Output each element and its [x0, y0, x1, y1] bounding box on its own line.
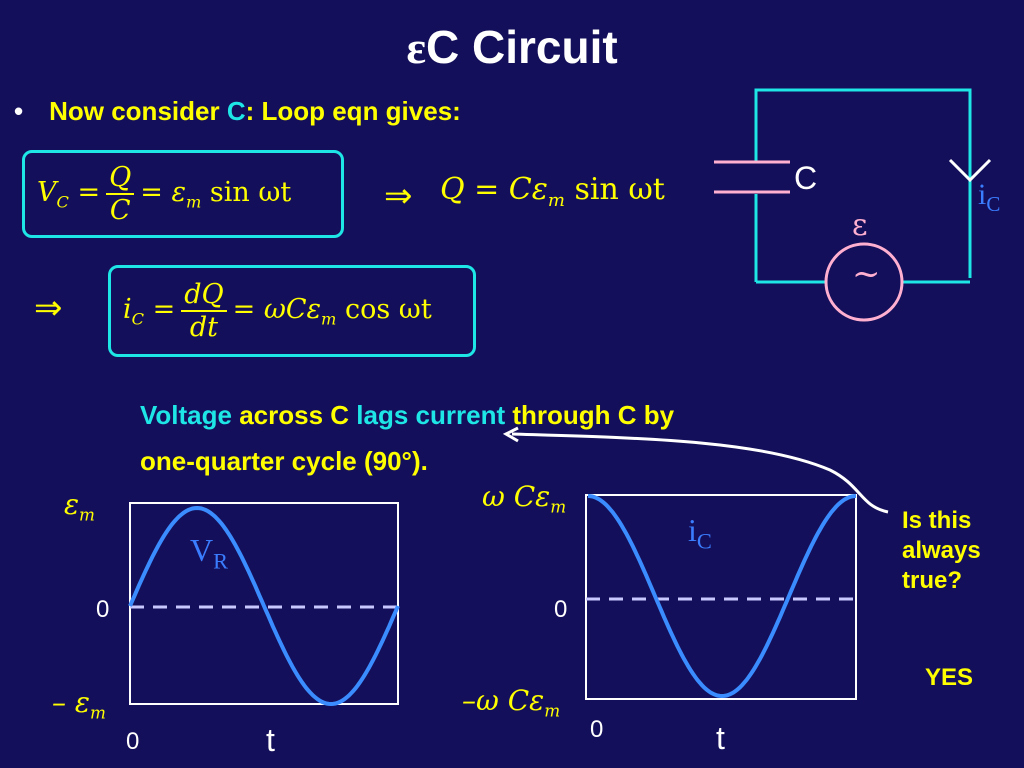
- bullet-dot: •: [14, 96, 24, 126]
- phase-statement: Voltage across C lags current through C …: [140, 400, 675, 476]
- eq3-rhs: = ωCεm cos ωt: [232, 293, 432, 329]
- bullet-part1: Now consider: [49, 96, 227, 126]
- ac-source-symbol: ~: [852, 254, 881, 294]
- equation-ic-box: iC = dQ dt = ωCεm cos ωt: [108, 265, 476, 357]
- ac-source-circle: [824, 242, 904, 322]
- implies-arrow-1: ⇒: [384, 177, 413, 215]
- eq1-denominator: C: [109, 195, 131, 226]
- slide-title: εC Circuit: [0, 20, 1024, 74]
- equation-vc-box: VC = Q C = εm sin ωt: [22, 150, 344, 238]
- left-zero-label: 0: [96, 596, 110, 623]
- left-x-zero-label: 0: [126, 728, 140, 755]
- eq1-fraction: Q C: [106, 162, 135, 226]
- right-x-axis-label: t: [716, 720, 725, 756]
- circuit-diagram: [754, 88, 972, 284]
- eq3-numerator: dQ: [181, 279, 227, 312]
- pointer-arrow: [511, 432, 889, 514]
- title-epsilon: ε: [406, 22, 426, 73]
- implies-arrow-2: ⇒: [34, 289, 63, 327]
- graph-right-frame: [585, 494, 857, 700]
- capacitor-label: C: [794, 160, 818, 196]
- graph-right-curve: [587, 494, 857, 699]
- right-curve-label: iC: [688, 512, 712, 554]
- eq3-denominator: dt: [189, 312, 219, 343]
- bullet-line: • Now consider C: Loop eqn gives:: [14, 96, 461, 127]
- graph-left-curve: [128, 505, 400, 707]
- side-question: Is this always true?: [902, 507, 981, 594]
- bullet-part3: : Loop eqn gives:: [245, 96, 461, 126]
- graph-left: [128, 502, 400, 707]
- right-bottom-label: –ω Cεm: [462, 684, 561, 721]
- eq1-numerator: Q: [106, 162, 135, 195]
- equation-q: Q = Cεm sin ωt: [440, 172, 665, 211]
- pointer-arrowhead: [502, 426, 519, 443]
- circuit-current-label: iC: [978, 178, 1001, 216]
- eq3-fraction: dQ dt: [181, 279, 227, 343]
- title-text: C Circuit: [425, 21, 618, 73]
- right-top-label: ω Cεm: [482, 480, 567, 517]
- circuit-wire-top: [754, 88, 972, 278]
- answer-yes: YES: [925, 664, 974, 691]
- left-top-label: εm: [64, 488, 95, 525]
- eq3-lhs: iC =: [123, 293, 176, 329]
- left-bottom-label: – εm: [52, 686, 106, 723]
- left-x-axis-label: t: [266, 722, 275, 758]
- right-zero-label: 0: [554, 596, 568, 623]
- eq1-lhs: VC =: [37, 176, 101, 212]
- left-curve-label: VR: [190, 532, 229, 574]
- emf-label: ε: [852, 208, 868, 243]
- current-arrow-icon: [948, 158, 992, 183]
- graph-right: [585, 494, 857, 700]
- right-x-zero-label: 0: [590, 716, 604, 743]
- eq1-rhs: = εm sin ωt: [140, 176, 292, 212]
- bullet-part2: C: [226, 96, 246, 126]
